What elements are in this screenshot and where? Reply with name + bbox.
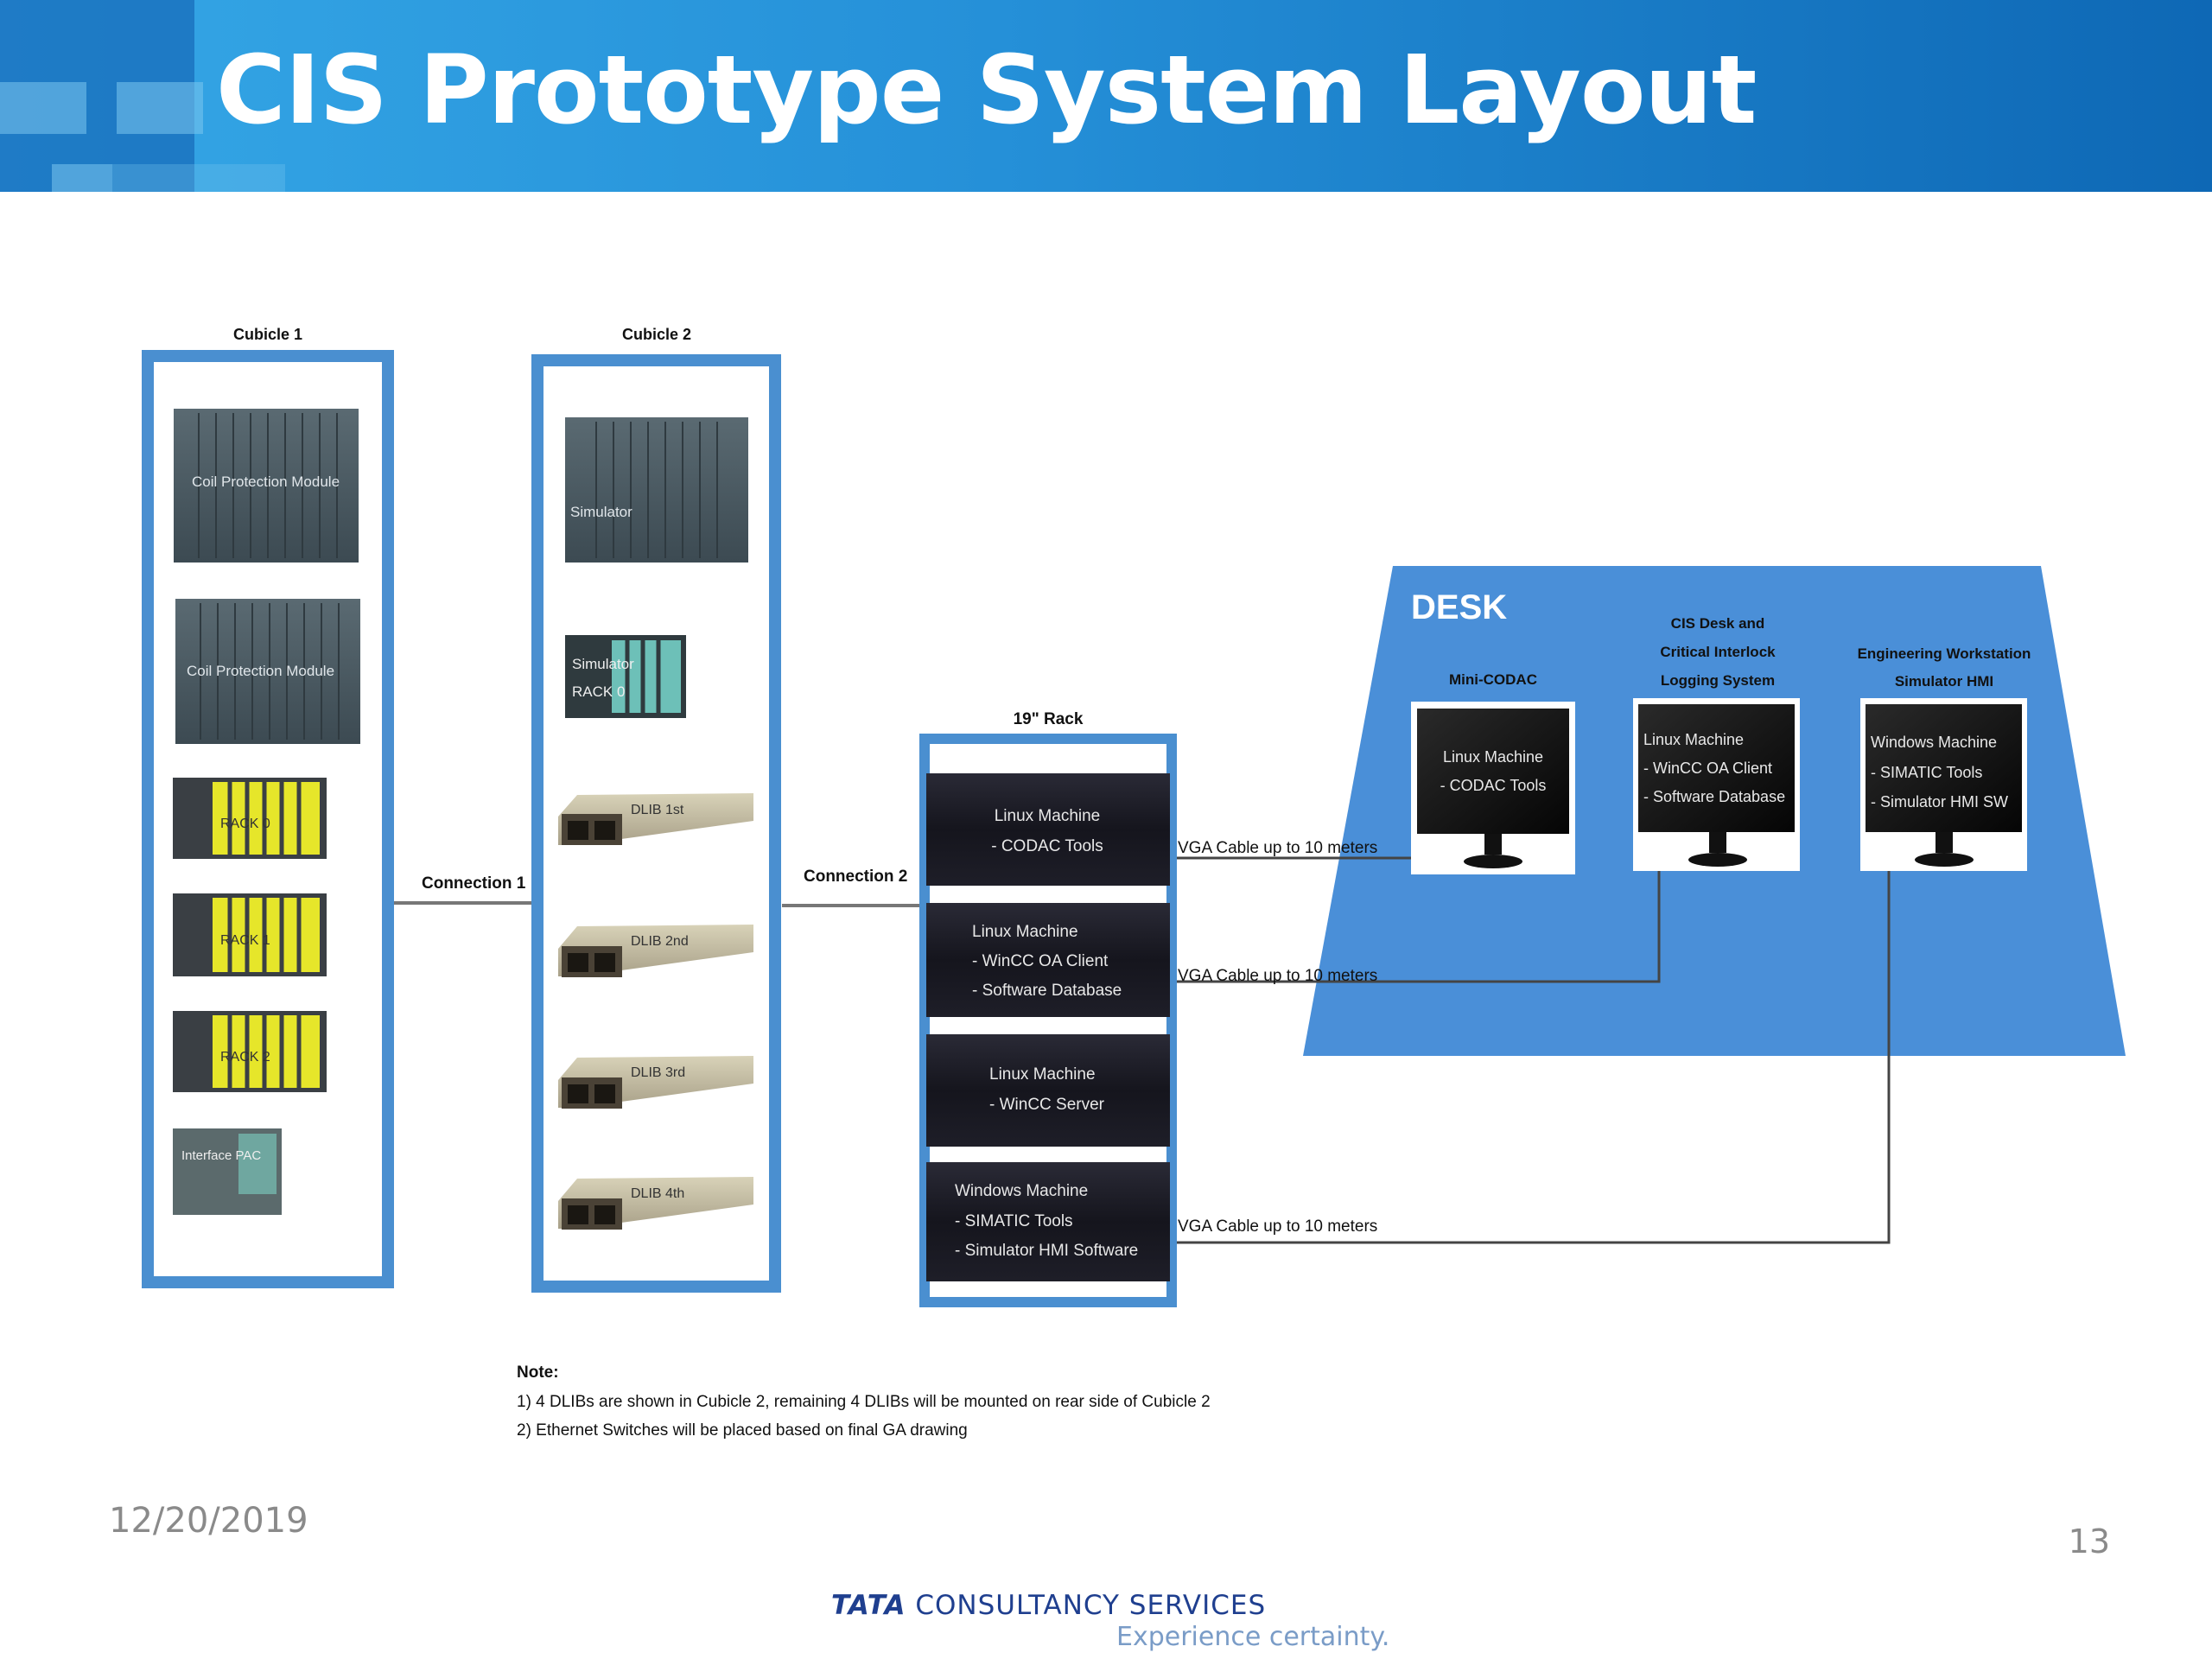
simulator-module: Simulator xyxy=(565,417,748,563)
cable-label: VGA Cable up to 10 meters xyxy=(1178,839,1377,857)
svg-text:Coil Protection Module: Coil Protection Module xyxy=(187,663,334,679)
slide-date: 12/20/2019 xyxy=(109,1501,308,1541)
svg-text:Simulator HMI: Simulator HMI xyxy=(1895,673,1993,690)
simulator-rack: Simulator RACK 0 xyxy=(565,635,686,718)
svg-text:Linux Machine: Linux Machine xyxy=(1443,748,1543,766)
svg-text:Linux Machine: Linux Machine xyxy=(989,1065,1096,1084)
interface-module: Interface PAC xyxy=(173,1128,282,1215)
svg-text:DLIB 1st: DLIB 1st xyxy=(631,803,684,817)
rack-module: RACK 0 xyxy=(173,778,327,859)
svg-text:DLIB 3rd: DLIB 3rd xyxy=(631,1065,685,1080)
note-line: 2) Ethernet Switches will be placed base… xyxy=(517,1421,968,1440)
svg-text:- SIMATIC Tools: - SIMATIC Tools xyxy=(955,1212,1073,1230)
slide-title: CIS Prototype System Layout xyxy=(216,35,1757,145)
rack-unit: Windows Machine - SIMATIC Tools - Simula… xyxy=(926,1162,1170,1281)
svg-text:RACK 2: RACK 2 xyxy=(220,1050,270,1065)
svg-text:Logging System: Logging System xyxy=(1661,672,1775,689)
svg-text:Engineering Workstation: Engineering Workstation xyxy=(1858,645,2031,662)
svg-text:Mini-CODAC: Mini-CODAC xyxy=(1449,671,1537,688)
coil-protection-module: Coil Protection Module xyxy=(174,409,359,563)
svg-text:Linux Machine: Linux Machine xyxy=(995,807,1101,825)
svg-text:- SIMATIC Tools: - SIMATIC Tools xyxy=(1871,764,1982,781)
dlib-module: DLIB 2nd xyxy=(558,925,753,977)
coil-protection-module: Coil Protection Module xyxy=(175,599,360,744)
title-bar: CIS Prototype System Layout xyxy=(0,0,2212,192)
svg-text:Windows Machine: Windows Machine xyxy=(955,1182,1088,1200)
cable-label: VGA Cable up to 10 meters xyxy=(1178,967,1377,985)
svg-text:RACK 0: RACK 0 xyxy=(572,683,625,700)
rack19-label: 19" Rack xyxy=(1014,710,1084,728)
svg-text:Coil Protection Module: Coil Protection Module xyxy=(192,474,340,490)
svg-text:- Software Database: - Software Database xyxy=(972,982,1122,1000)
dlib-module: DLIB 4th xyxy=(558,1177,753,1230)
note-heading: Note: xyxy=(517,1363,559,1382)
svg-text:Simulator: Simulator xyxy=(570,504,632,520)
cable-line-2 xyxy=(1175,836,1661,983)
svg-text:Simulator: Simulator xyxy=(572,656,634,672)
cable-label: VGA Cable up to 10 meters xyxy=(1178,1217,1377,1236)
svg-text:RACK 1: RACK 1 xyxy=(220,933,270,948)
svg-text:Windows Machine: Windows Machine xyxy=(1871,734,1997,751)
svg-text:- CODAC Tools: - CODAC Tools xyxy=(1440,777,1547,794)
svg-text:RACK 0: RACK 0 xyxy=(220,817,270,831)
desk-station-engineering: Engineering Workstation Simulator HMI Wi… xyxy=(1858,645,2031,871)
rack-unit: Linux Machine - WinCC Server xyxy=(926,1034,1170,1147)
svg-text:DLIB 2nd: DLIB 2nd xyxy=(631,934,689,949)
brand-tagline: Experience certainty. xyxy=(1116,1622,1390,1652)
rack-unit: Linux Machine - WinCC OA Client - Softwa… xyxy=(926,903,1170,1017)
svg-text:- CODAC Tools: - CODAC Tools xyxy=(991,837,1103,855)
svg-text:Critical Interlock: Critical Interlock xyxy=(1660,644,1776,660)
svg-text:Interface PAC: Interface PAC xyxy=(181,1148,261,1163)
svg-text:- WinCC Server: - WinCC Server xyxy=(989,1096,1105,1114)
desk-label: DESK xyxy=(1411,588,1507,626)
svg-text:- Software Database: - Software Database xyxy=(1643,788,1785,805)
rack-module: RACK 1 xyxy=(173,893,327,976)
svg-text:Linux Machine: Linux Machine xyxy=(1643,731,1744,748)
rack-module: RACK 2 xyxy=(173,1011,327,1092)
brand-bold: TATA xyxy=(831,1590,906,1621)
svg-text:Linux Machine: Linux Machine xyxy=(972,923,1078,941)
page-number: 13 xyxy=(2068,1522,2110,1560)
svg-text:- WinCC OA Client: - WinCC OA Client xyxy=(972,952,1109,970)
svg-text:- Simulator HMI SW: - Simulator HMI SW xyxy=(1871,793,2008,810)
rack-unit: Linux Machine - CODAC Tools xyxy=(926,773,1170,886)
cubicle-2-label: Cubicle 2 xyxy=(622,326,691,343)
svg-text:DLIB 4th: DLIB 4th xyxy=(631,1186,684,1201)
connection-1-label: Connection 1 xyxy=(422,874,526,893)
note-line: 1) 4 DLIBs are shown in Cubicle 2, remai… xyxy=(517,1393,1211,1411)
svg-text:- WinCC OA Client: - WinCC OA Client xyxy=(1643,760,1772,777)
desk-station-cis-desk: CIS Desk and Critical Interlock Logging … xyxy=(1633,615,1800,871)
dlib-module: DLIB 3rd xyxy=(558,1056,753,1109)
desk-station-mini-codac: Mini-CODAC Linux Machine - CODAC Tools xyxy=(1411,671,1575,874)
svg-text:- Simulator HMI Software: - Simulator HMI Software xyxy=(955,1242,1138,1260)
svg-text:CIS Desk and: CIS Desk and xyxy=(1671,615,1765,632)
dlib-module: DLIB 1st xyxy=(558,793,753,845)
brand-rest: CONSULTANCY SERVICES xyxy=(915,1590,1267,1621)
company-logo: TATA CONSULTANCY SERVICES xyxy=(831,1590,1266,1621)
cable-line-3 xyxy=(1175,864,1891,1244)
cubicle-1-label: Cubicle 1 xyxy=(233,326,302,343)
connection-2-label: Connection 2 xyxy=(804,868,907,886)
